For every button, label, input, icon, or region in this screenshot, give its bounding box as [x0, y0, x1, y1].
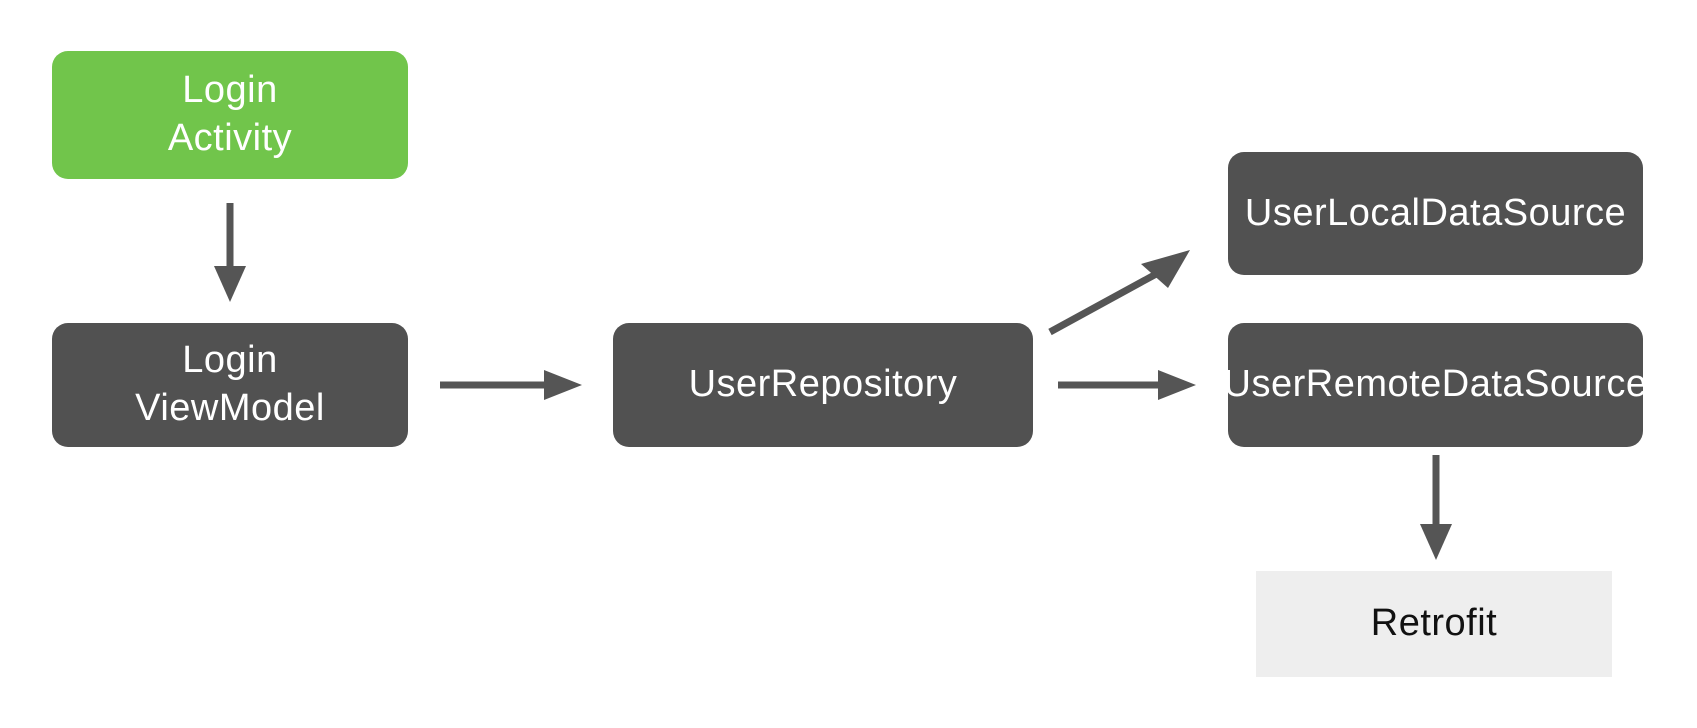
node-label: Activity	[167, 117, 293, 159]
node-user-repository: UserRepository	[613, 323, 1033, 447]
node-user-local-data-source: UserLocalDataSource	[1228, 152, 1643, 275]
arrow-viewmodel-to-repository	[440, 370, 582, 400]
arrow-repository-to-remote-source	[1058, 370, 1196, 400]
node-label: Login	[182, 339, 278, 382]
arrow-repository-to-local-source	[1048, 250, 1190, 336]
node-retrofit: Retrofit	[1256, 571, 1612, 677]
node-label: ViewModel	[135, 387, 325, 429]
node-user-remote-data-source: UserRemoteDataSource	[1224, 323, 1647, 447]
node-label: UserRemoteDataSource	[1223, 363, 1648, 406]
node-label: Login	[182, 69, 278, 112]
node-label: Retrofit	[1370, 602, 1498, 645]
node-login-activity: Login Activity	[52, 51, 408, 179]
node-label: UserLocalDataSource	[1244, 191, 1627, 234]
arrow-activity-to-viewmodel	[214, 203, 246, 302]
node-label: UserRepository	[688, 363, 958, 406]
node-login-viewmodel: Login ViewModel	[52, 323, 408, 447]
arrow-remote-source-to-retrofit	[1420, 455, 1452, 560]
